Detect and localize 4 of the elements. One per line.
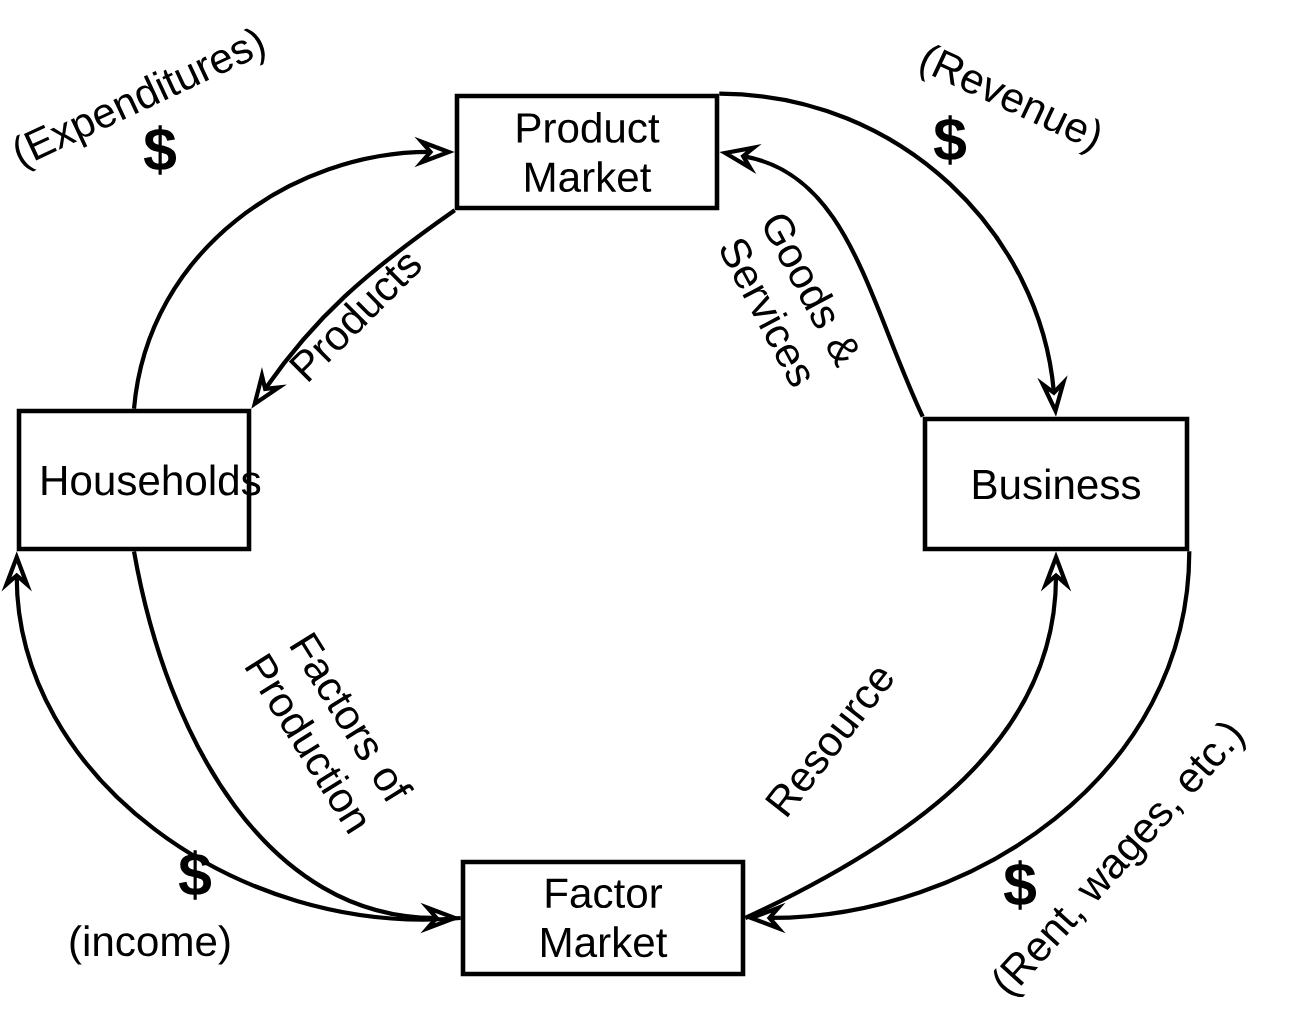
box: Factor Market bbox=[460, 859, 746, 977]
box: Product Market bbox=[454, 93, 720, 211]
note: (income) bbox=[70, 925, 230, 965]
box: Business bbox=[922, 416, 1190, 552]
